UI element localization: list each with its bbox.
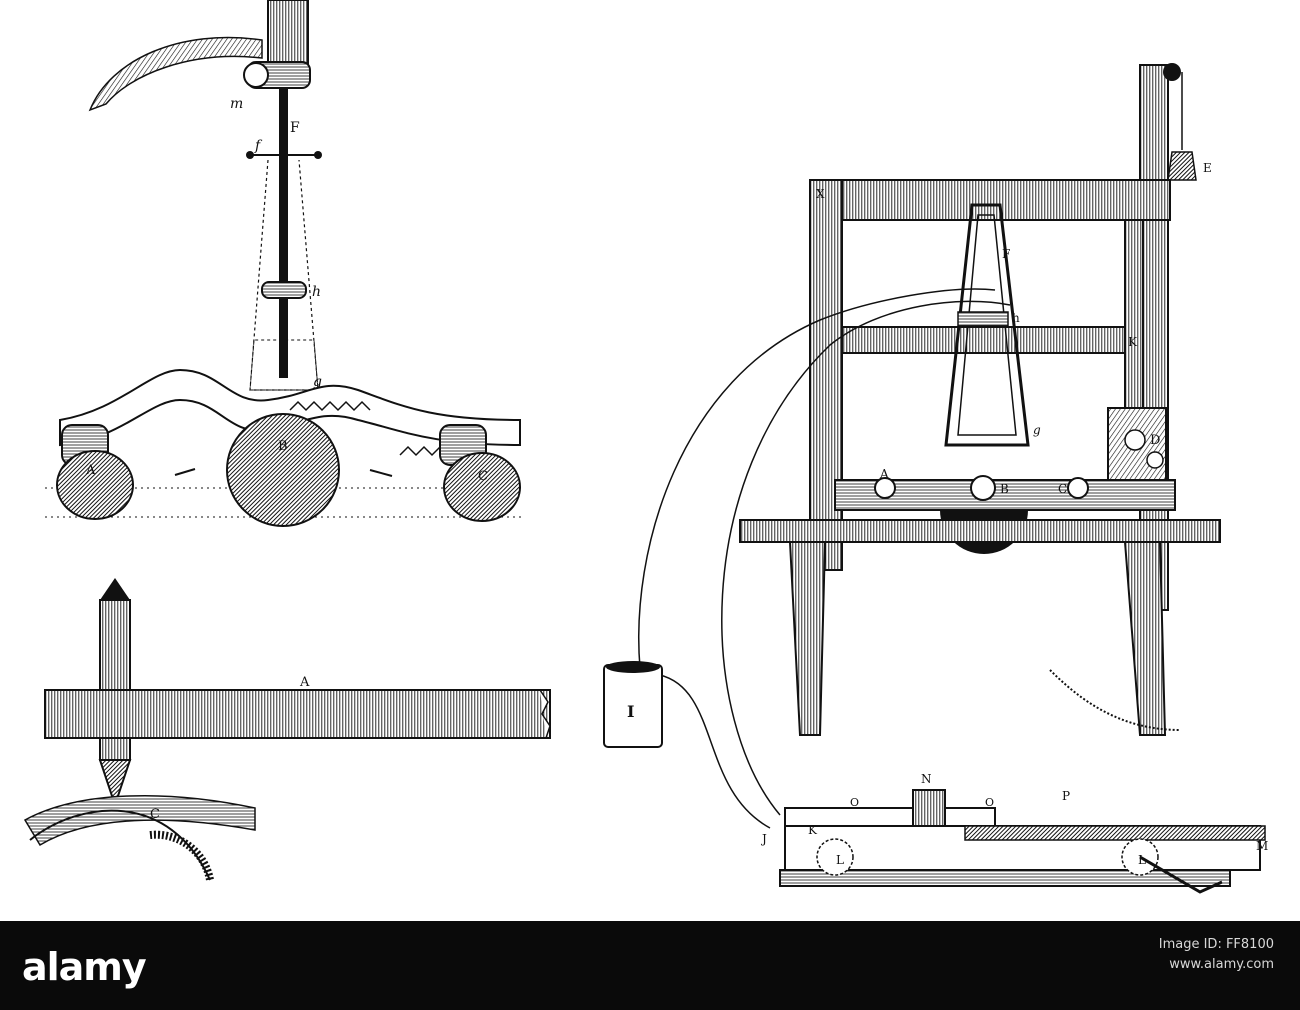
label-B-left: B (278, 439, 288, 454)
label-m: m (230, 96, 243, 112)
label-K-frame: K (1128, 335, 1138, 349)
label-C-left: C (478, 469, 488, 484)
label-C-right: C (1058, 482, 1067, 496)
label-L-2: L (1138, 853, 1146, 867)
alamy-logo: alamy (22, 945, 147, 989)
label-P: P (1062, 789, 1070, 803)
label-g-right: g (1033, 423, 1041, 437)
label-L-1: L (836, 853, 844, 867)
label-g: g (313, 374, 322, 390)
label-I: I (627, 702, 634, 721)
label-O-1: O (850, 796, 859, 809)
label-A-strip: A (299, 675, 310, 690)
image-meta: Image ID: FF8100 www.alamy.com (1159, 935, 1274, 975)
stock-photo-footer: alamy Image ID: FF8100 www.alamy.com (0, 921, 1300, 1010)
label-C-strip: C (150, 807, 160, 822)
label-h-right: h (1012, 311, 1020, 325)
stylus-strip-detail (23, 578, 551, 881)
label-E: E (1203, 161, 1212, 175)
label-f: f (254, 138, 263, 154)
label-O-2: O (985, 796, 994, 809)
label-A-left: A (85, 463, 96, 478)
label-A-right: A (879, 467, 889, 481)
site-url: www.alamy.com (1169, 957, 1274, 972)
telegraph-apparatus (603, 63, 1266, 894)
label-B-right: B (1000, 482, 1009, 496)
label-F-top: F (290, 120, 300, 136)
label-X: X (816, 187, 825, 201)
engraving-plate: m F f h g A B C A C (23, 0, 1269, 894)
image-id: Image ID: FF8100 (1158, 937, 1274, 952)
label-J: J (760, 832, 767, 846)
label-D: D (1150, 433, 1160, 448)
label-N: N (921, 772, 932, 786)
label-M: M (1256, 839, 1268, 853)
label-F-right: F (1002, 247, 1010, 261)
pen-mechanism-detail (45, 0, 525, 527)
label-K-key: K (808, 823, 818, 837)
label-h: h (312, 284, 321, 300)
